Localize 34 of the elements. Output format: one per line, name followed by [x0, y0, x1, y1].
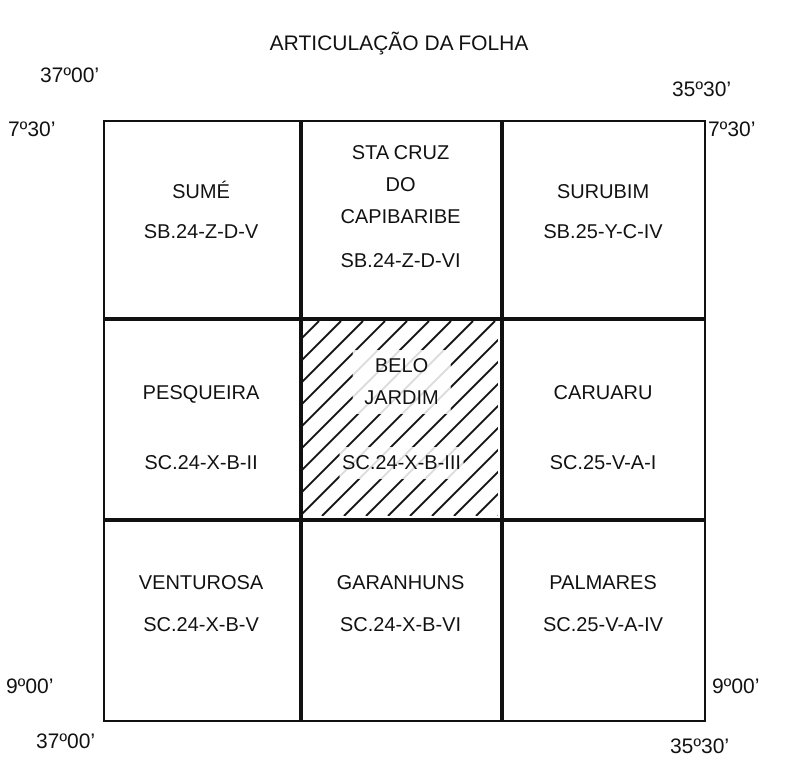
coordinate-label: 37º00’: [40, 64, 100, 88]
map-sheet-cell: [502, 520, 706, 722]
coordinate-label: 37º00’: [36, 730, 96, 754]
map-sheet-cell: [301, 120, 502, 319]
coordinate-label: 9º00’: [6, 675, 54, 699]
coordinate-label: 35º30’: [670, 735, 730, 759]
sheet-code: SB.24-Z-D-VI: [339, 249, 462, 274]
sheet-code: SC.24-X-B-VI: [338, 613, 462, 638]
sheet-name: CARUARU: [552, 381, 654, 406]
map-sheet-cell: [103, 520, 301, 722]
coordinate-label: 7º30’: [8, 118, 56, 142]
sheet-code: SC.25-V-A-I: [548, 451, 658, 476]
sheet-code: SC.25-V-A-IV: [542, 613, 664, 638]
sheet-code: SB.25-Y-C-IV: [542, 220, 664, 245]
sheet-code: SC.24-X-B-V: [142, 613, 260, 638]
sheet-name: PALMARES: [548, 571, 658, 596]
sheet-name: SUMÉ: [171, 180, 231, 205]
map-sheet-cell: [502, 319, 706, 520]
sheet-name: STA CRUZ DO CAPIBARIBE: [339, 141, 462, 230]
coordinate-label: 7º30’: [708, 118, 756, 142]
sheet-code: SC.24-X-B-III: [339, 447, 464, 479]
sheet-name: VENTUROSA: [138, 571, 264, 596]
sheet-code: SB.24-Z-D-V: [142, 220, 260, 245]
map-sheet-cell: [103, 120, 301, 319]
title: ARTICULAÇÃO DA FOLHA: [268, 32, 530, 56]
coordinate-label: 9º00’: [712, 675, 760, 699]
sheet-name: GARANHUNS: [336, 571, 466, 596]
map-sheet-cell: [301, 520, 502, 722]
coordinate-label: 35º30’: [672, 78, 732, 102]
sheet-name: BELO JARDIM: [352, 350, 451, 414]
sheet-name: PESQUEIRA: [142, 381, 260, 406]
sheet-code: SC.24-X-B-II: [143, 451, 259, 476]
map-sheet-cell: [502, 120, 706, 319]
sheet-name: SURUBIM: [556, 180, 650, 205]
